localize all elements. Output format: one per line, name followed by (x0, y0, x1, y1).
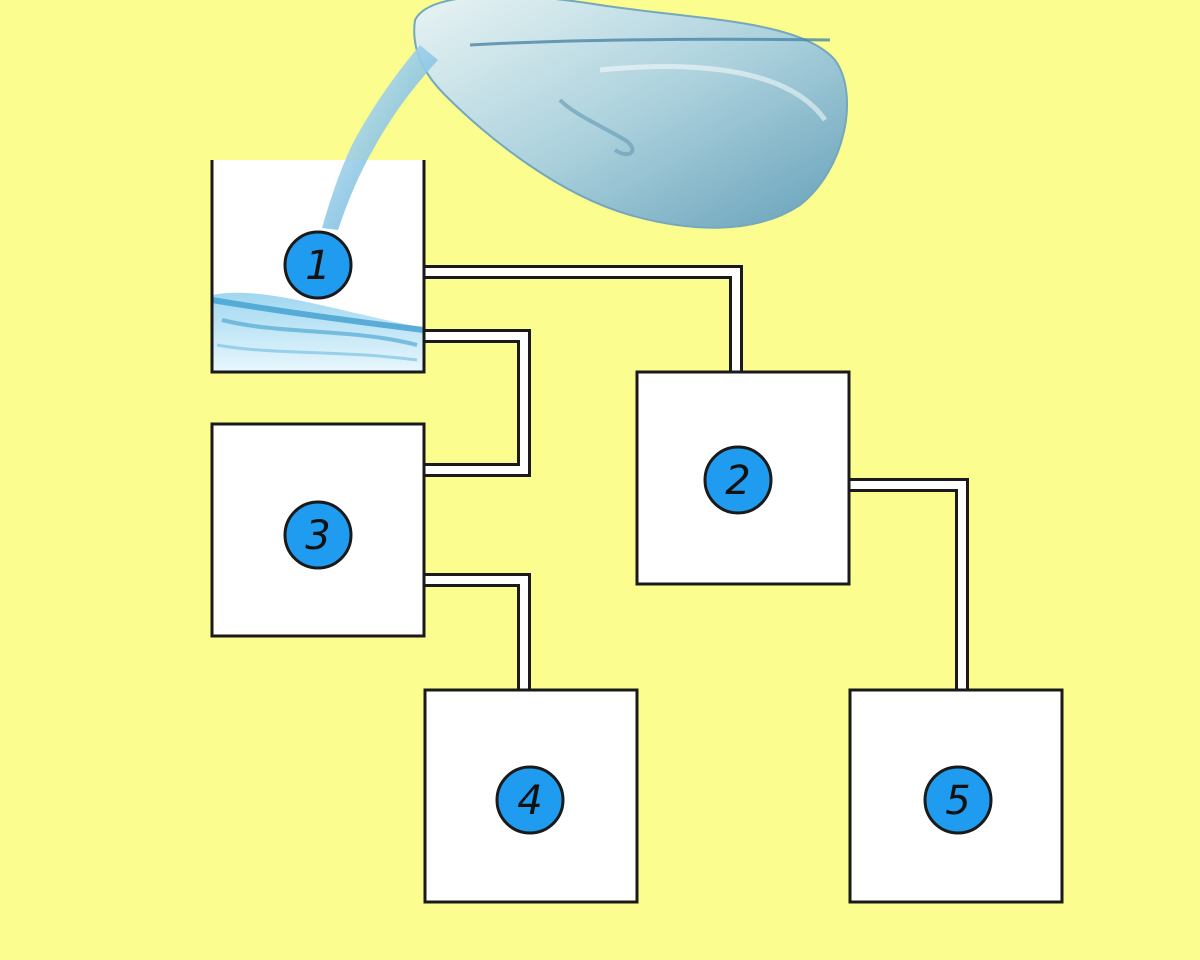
pipe-3-4 (424, 573, 531, 690)
tank-label-1: 1 (305, 243, 330, 289)
tanks-layer: 1 2 3 4 5 (210, 160, 1064, 904)
tank-1: 1 (210, 160, 426, 374)
tank-badge-3: 3 (283, 500, 353, 570)
tank-label-4: 4 (517, 778, 542, 824)
pipe-2-5 (849, 478, 969, 690)
water-stream-icon (322, 45, 438, 230)
tank-badge-4: 4 (495, 765, 565, 835)
tank-label-2: 2 (725, 458, 750, 504)
tank-badge-2: 2 (703, 445, 773, 515)
tank-badge-5: 5 (923, 765, 993, 835)
tank-badge-1: 1 (283, 230, 353, 300)
water-jug-pouring-icon (413, 0, 848, 229)
tank-2: 2 (635, 370, 851, 586)
tank-4: 4 (423, 688, 639, 904)
tank-label-3: 3 (305, 513, 330, 559)
tank-3: 3 (210, 422, 426, 638)
water-surface (211, 292, 425, 372)
tank-label-5: 5 (945, 778, 970, 824)
tank-5: 5 (848, 688, 1064, 904)
pipes-layer (424, 265, 969, 690)
pipe-1-2 (424, 265, 743, 372)
pipe-1-3 (424, 329, 531, 477)
